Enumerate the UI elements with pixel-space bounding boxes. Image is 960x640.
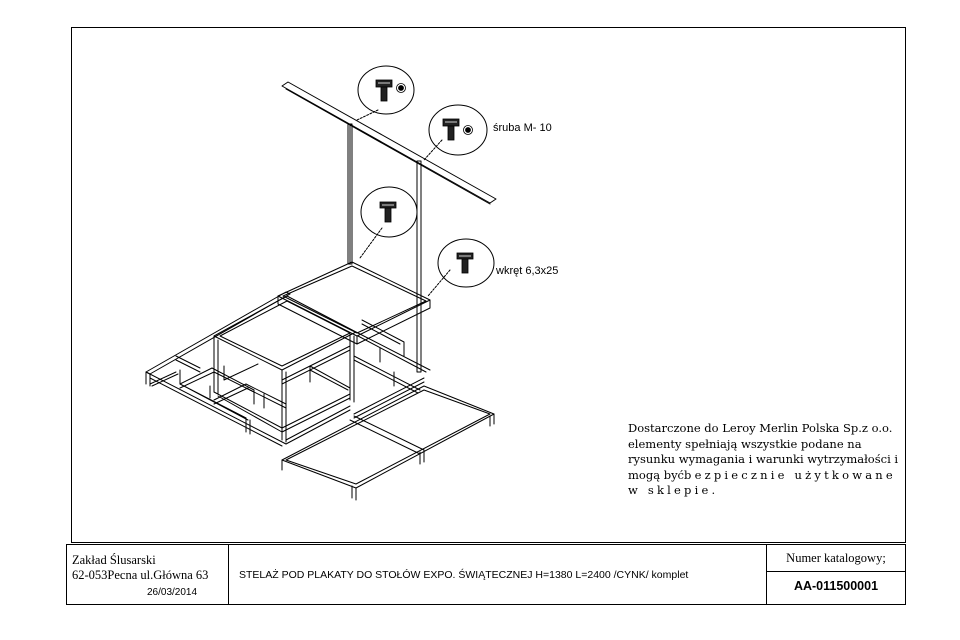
drawing-frame — [71, 27, 906, 543]
callout-screw-m10-label: śruba M- 10 — [493, 122, 552, 134]
callout-wood-screw-label: wkręt 6,3x25 — [496, 265, 559, 277]
compliance-note: Dostarczone do Leroy Merlin Polska Sp.z … — [628, 421, 908, 499]
middle-box — [213, 295, 357, 443]
callout-circle — [428, 104, 488, 156]
catalog-number-label: Numer katalogowy; — [786, 551, 886, 565]
poster-bar — [281, 81, 497, 205]
note-line: mogą byćbezpiecznie użytkowane — [628, 468, 908, 484]
vertical-post-right — [416, 160, 422, 373]
catalog-divider — [767, 571, 905, 572]
leader-line — [423, 139, 443, 161]
leader-line — [356, 109, 379, 121]
bolt-icon — [442, 118, 473, 141]
callout-circle — [357, 65, 415, 115]
left-low-grid — [145, 291, 291, 447]
note-line: elementy spełniają wszystkie podane na — [628, 436, 862, 451]
title-block-company: Zakład Ślusarski 62-053Pecna ul.Główna 6… — [67, 545, 229, 604]
title-block-catalog: Numer katalogowy; AA-011500001 — [767, 545, 905, 604]
callout-circle — [437, 238, 495, 288]
note-line-spaced: bezpiecznie użytkowane — [684, 467, 896, 482]
catalog-number: AA-011500001 — [793, 579, 879, 593]
right-mid-grid — [281, 319, 431, 394]
front-low-grid — [281, 377, 495, 501]
note-line-spaced: w sklepie. — [628, 483, 719, 497]
leader-line — [359, 227, 383, 259]
note-line-start: mogą być — [628, 467, 685, 482]
company-address: 62-053Pecna ul.Główna 63 — [72, 568, 209, 582]
drawing-date: 26/03/2014 — [147, 587, 198, 598]
wood-screw-icon — [456, 252, 474, 274]
title-block-description: STELAŻ POD PLAKATY DO STOŁÓW EXPO. ŚWIĄT… — [229, 545, 767, 604]
vertical-post-left — [347, 123, 353, 265]
bolt-icon — [375, 79, 406, 102]
note-line: rysunku wymagania i warunki wytrzymałośc… — [628, 452, 899, 466]
product-description: STELAŻ POD PLAKATY DO STOŁÓW EXPO. ŚWIĄT… — [239, 569, 689, 581]
callout-circle — [360, 186, 418, 238]
note-line: Dostarczone do Leroy Merlin Polska Sp.z … — [628, 421, 893, 435]
leader-line — [427, 269, 451, 297]
title-block: Zakład Ślusarski 62-053Pecna ul.Główna 6… — [66, 544, 906, 605]
wood-screw-icon — [379, 201, 397, 223]
company-info: Zakład Ślusarski 62-053Pecna ul.Główna 6… — [72, 553, 208, 583]
company-name: Zakład Ślusarski — [72, 553, 156, 567]
